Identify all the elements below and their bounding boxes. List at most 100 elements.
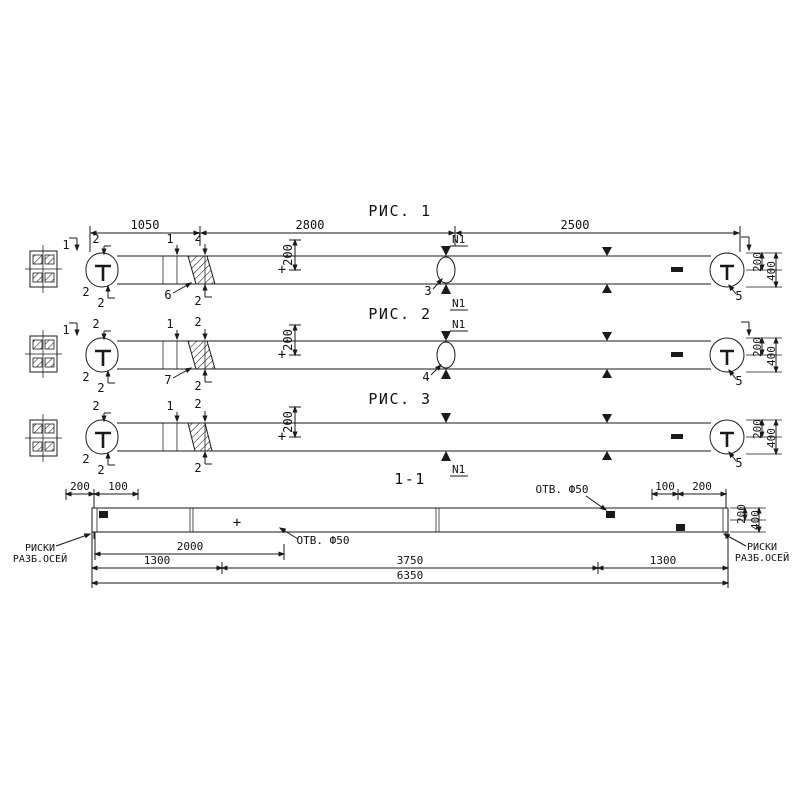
- section-hole-mid: [606, 511, 615, 518]
- fig3-mark-2c: 2: [82, 452, 89, 466]
- fig3-mark-2a: 2: [92, 399, 99, 413]
- fig2-dim-200-right: 200: [751, 337, 764, 357]
- fig2-mark-2a: 2: [92, 317, 99, 331]
- fig2-mark-2e: 2: [194, 379, 201, 393]
- fig3-mid-height-dimension: 200: [281, 405, 301, 439]
- fig2-mid-height-dimension: 200: [281, 323, 301, 357]
- fig2-callout-4: 4: [422, 370, 429, 384]
- fig1-cut-line-right: [741, 236, 752, 252]
- fig1-callout-3: 3: [424, 284, 431, 298]
- section-title: 1-1: [394, 470, 426, 488]
- fig1-mark-2a: 2: [92, 232, 99, 246]
- fig3-axis-n1-bottom: N1: [452, 463, 465, 476]
- section-dim-2000: 2000: [177, 540, 204, 553]
- fig1-center-mark: +: [278, 262, 286, 278]
- fig3-beam: [85, 419, 745, 455]
- section-dim-chain: 1300 3750 1300 6350: [90, 532, 730, 588]
- fig3-right-dimensions: 200 400: [746, 418, 782, 456]
- fig2-center-mark: +: [278, 347, 286, 363]
- fig1-section-marks-bottom: 2 2 6 2 3 5: [82, 278, 743, 310]
- fig2-mark-2c: 2: [82, 370, 89, 384]
- fig2-callout-5: 5: [735, 374, 742, 388]
- fig3-dim-200-mid: 200: [281, 411, 295, 433]
- section-dim-3750: 3750: [397, 554, 424, 567]
- section-dim-2000-group: 2000: [93, 532, 286, 560]
- fig1-mark-2b: 2: [194, 230, 201, 244]
- fig1-mark-2e: 2: [194, 294, 201, 308]
- fig1-section-detail: [25, 245, 62, 293]
- section-top-left-dims: 200 100: [64, 480, 140, 508]
- fig3-mark-2b: 2: [194, 397, 201, 411]
- section-center-mark: +: [233, 515, 241, 531]
- fig2-dim-200-mid: 200: [281, 329, 295, 351]
- fig1-mid-height-dimension: 200: [281, 238, 301, 272]
- fig1-right-anchor-icon: [720, 264, 734, 280]
- figure-1-title: РИС. 1: [368, 202, 431, 220]
- section-dim-v200: 200: [735, 504, 748, 524]
- section-dim-v400: 400: [749, 510, 762, 530]
- section-hole-labels: ОТВ. Ф50 ОТВ. Ф50: [278, 483, 608, 547]
- section-dim-200-right-top: 200: [692, 480, 712, 493]
- fig1-dim-200-mid: 200: [281, 244, 295, 266]
- fig2-axis-n1-top: N1: [452, 318, 465, 331]
- section-hole-left: [99, 511, 108, 518]
- fig2-section-marks-top: 2 1 2: [92, 315, 208, 341]
- fig2-weld-mark: [671, 352, 683, 357]
- fig3-hatched-insert: [187, 422, 213, 452]
- fig2-mark-2b: 2: [194, 315, 201, 329]
- fig1-section-marks-top: 2 1 2: [92, 230, 208, 256]
- section-hole-label-top: ОТВ. Ф50: [536, 483, 589, 496]
- fig3-section-marks-bottom: 2 2 2 5: [82, 450, 743, 477]
- fig2-mark-1b: 1: [166, 317, 173, 331]
- fig2-right-dimensions: 200 400: [746, 336, 782, 374]
- fig1-hole-oval: [436, 256, 456, 284]
- fig1-mark-1b: 1: [166, 232, 173, 246]
- fig2-callout-7: 7: [164, 373, 171, 387]
- fig2-beam: [85, 337, 745, 373]
- fig1-hatched-insert: [187, 255, 216, 285]
- section-hole-right: [676, 524, 685, 531]
- section-dim-200-left: 200: [70, 480, 90, 493]
- fig2-mark-2d: 2: [97, 381, 104, 395]
- fig3-section-detail: [25, 414, 62, 462]
- figure-3-title: РИС. 3: [368, 390, 431, 408]
- fig2-cut-line-left: 1: [62, 322, 80, 337]
- fig1-cut-line-left: 1: [62, 237, 80, 252]
- fig3-callout-5: 5: [735, 456, 742, 470]
- fig2-section-marks-bottom: 2 2 7 2 4 5: [82, 364, 743, 395]
- section-hole-label-bottom: ОТВ. Ф50: [297, 534, 350, 547]
- fig2-dim-400-right: 400: [765, 346, 778, 366]
- fig1-dim-400-right: 400: [765, 261, 778, 281]
- fig3-right-end-circle: [709, 419, 745, 455]
- section-beam-elevation: [91, 501, 729, 539]
- fig1-callout-6: 6: [164, 288, 171, 302]
- fig2-axis-arrows: N1: [441, 318, 612, 379]
- figure-3: РИС. 3 2 1 2 2 2: [25, 390, 782, 477]
- fig1-dim-2500: 2500: [561, 218, 590, 232]
- section-1-1: 1-1 + 200 100: [13, 470, 789, 588]
- section-dim-100-right: 100: [655, 480, 675, 493]
- fig1-right-dimensions: 200 400: [746, 251, 782, 289]
- section-dim-6350: 6350: [397, 569, 424, 582]
- fig3-mark-2e: 2: [194, 461, 201, 475]
- fig1-mark-2c: 2: [82, 285, 89, 299]
- riski-left-line1: РИСКИ: [25, 543, 55, 554]
- fig1-right-end-circle: [709, 252, 745, 288]
- section-right-dims: 200 400: [730, 504, 766, 534]
- fig3-dim-400-right: 400: [765, 428, 778, 448]
- riski-left-line2: РАЗБ.ОСЕЙ: [13, 552, 67, 565]
- section-dim-100-left: 100: [108, 480, 128, 493]
- fig3-section-marks-top: 2 1 2: [92, 397, 208, 423]
- section-dim-1300-left: 1300: [144, 554, 171, 567]
- fig2-section-detail: [25, 330, 62, 378]
- fig1-mark-2d: 2: [97, 296, 104, 310]
- figure-2: РИС. 2 1 2 1: [25, 305, 782, 395]
- fig3-weld-mark: [671, 434, 683, 439]
- fig3-right-anchor-icon: [720, 431, 734, 447]
- section-top-right-dims: 100 200: [650, 480, 728, 508]
- riski-right-line1: РИСКИ: [747, 542, 777, 553]
- section-riski-left: РИСКИ РАЗБ.ОСЕЙ: [13, 533, 92, 565]
- figure-2-title: РИС. 2: [368, 305, 431, 323]
